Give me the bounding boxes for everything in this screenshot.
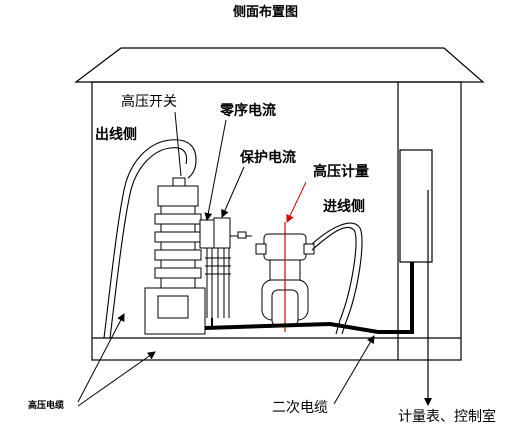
secondary-cable-run bbox=[204, 262, 414, 334]
label-secondary-cable: 二次电缆 bbox=[272, 400, 328, 416]
label-hv-switch: 高压开关 bbox=[121, 94, 177, 110]
label-meter-control-room: 计量表、控制室 bbox=[398, 409, 496, 425]
leader-lines bbox=[77, 111, 375, 407]
label-outgoing-side: 出线侧 bbox=[95, 127, 137, 143]
roof bbox=[74, 47, 485, 83]
label-hv-cable: 高压电缆 bbox=[28, 401, 65, 411]
hv-switch bbox=[144, 177, 206, 335]
incoming-cable bbox=[311, 222, 363, 335]
diagram-title: 侧面布置图 bbox=[233, 5, 299, 20]
outgoing-cable bbox=[103, 139, 197, 339]
hv-metering-unit bbox=[255, 222, 315, 332]
label-incoming-side: 进线侧 bbox=[323, 199, 365, 215]
current-transformers bbox=[199, 217, 252, 318]
cabinet-body bbox=[91, 81, 462, 361]
label-protection-ct: 保护电流 bbox=[240, 150, 296, 166]
label-hv-metering: 高压计量 bbox=[313, 164, 369, 180]
meter-control-box bbox=[399, 149, 433, 406]
label-zero-sequence-ct: 零序电流 bbox=[220, 103, 276, 119]
